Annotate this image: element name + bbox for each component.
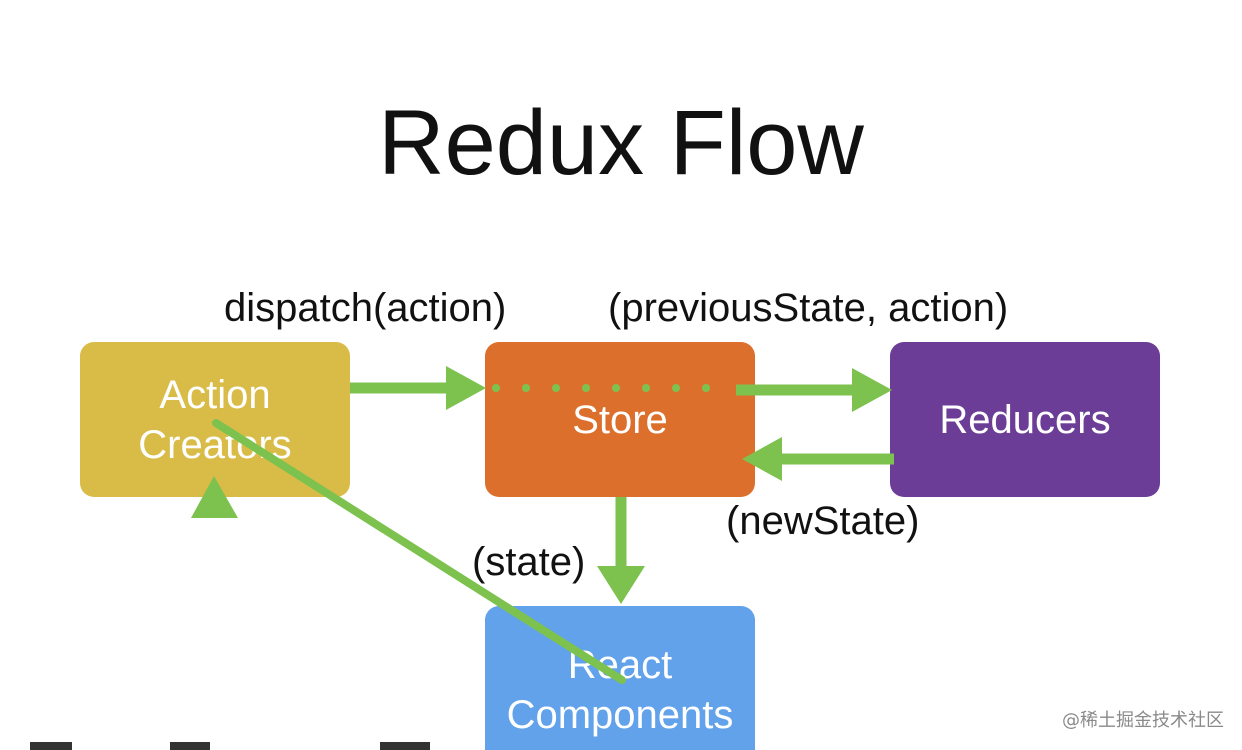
arrow-new-state xyxy=(742,437,894,481)
label-new-state: (newState) xyxy=(726,499,920,543)
action-creators-line2: Creators xyxy=(138,422,292,467)
cropped-bottom-text xyxy=(20,732,470,750)
arrow-dispatch xyxy=(350,366,486,410)
watermark: @稀土掘金技术社区 xyxy=(1062,710,1224,731)
action-creators-line1: Action xyxy=(159,372,271,417)
react-components-line2: Components xyxy=(506,693,734,737)
label-dispatch-action: dispatch(action) xyxy=(224,286,507,330)
label-previous-state-action: (previousState, action) xyxy=(608,286,1009,330)
react-components-node: React Components xyxy=(485,606,755,750)
action-creators-node: Action Creators xyxy=(80,342,350,497)
arrow-state xyxy=(597,497,645,604)
arrow-to-reducers xyxy=(736,368,892,412)
store-node: Store xyxy=(485,342,755,497)
reducers-node: Reducers xyxy=(890,342,1160,497)
reducers-label: Reducers xyxy=(939,397,1111,442)
diagram-title: Redux Flow xyxy=(378,92,864,194)
store-label: Store xyxy=(572,397,668,442)
label-state: (state) xyxy=(472,540,586,584)
react-components-line1: React xyxy=(567,643,673,687)
